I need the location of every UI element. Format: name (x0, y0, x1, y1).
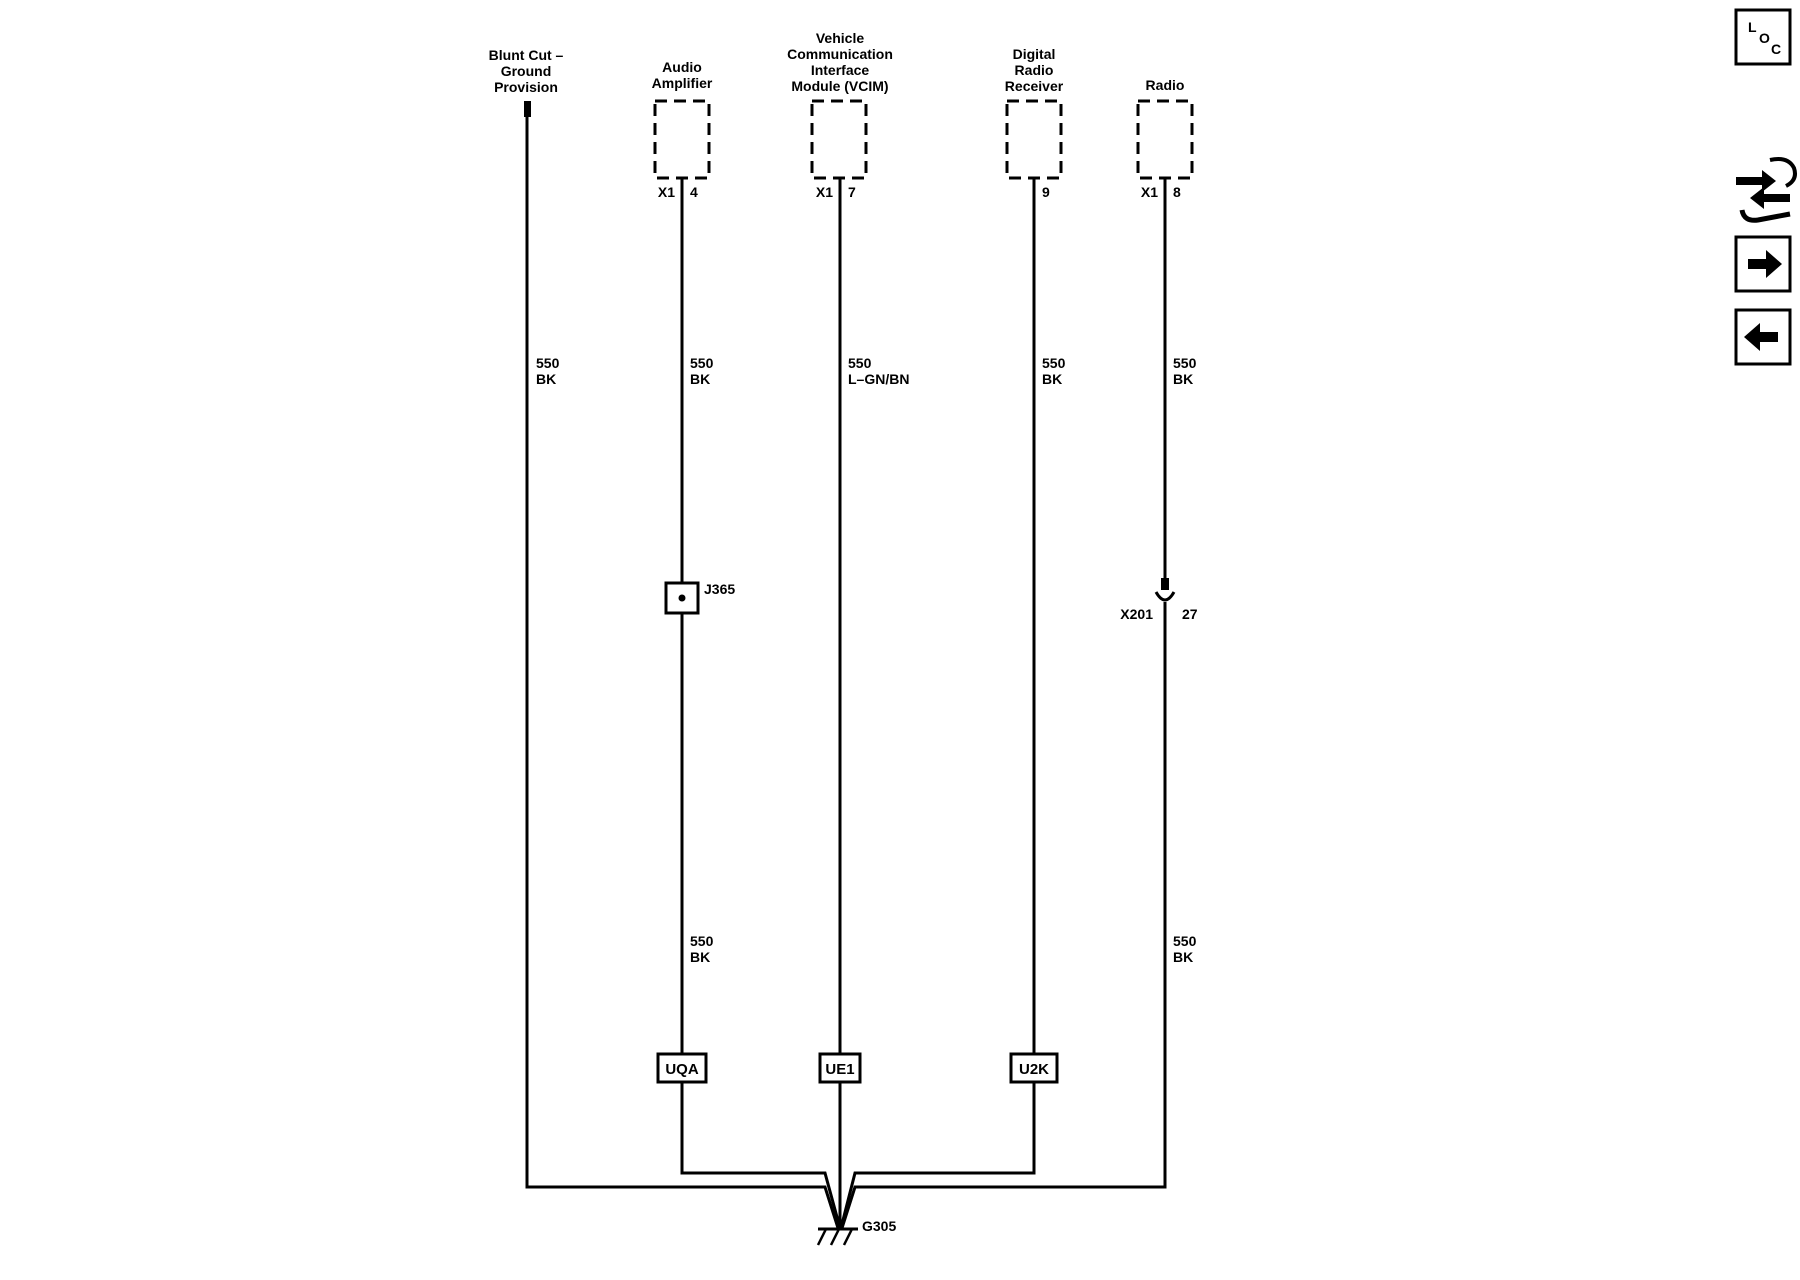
vcim-label-line-1: Vehicle (816, 30, 864, 46)
loc-button[interactable]: L O C (1734, 8, 1792, 66)
splice-j365: J365 (664, 581, 735, 615)
radio-connector: X1 (1141, 184, 1158, 200)
vcim-box (810, 99, 868, 180)
audio-amplifier-pin: 4 (690, 184, 698, 200)
splice-dot (678, 594, 686, 602)
wire-label-drr-color: BK (1042, 371, 1062, 387)
audio-amplifier-label-line-1: Audio (662, 59, 702, 75)
wire-label-amp-upper-circuit: 550 (690, 355, 714, 371)
wire-label-amp-lower-circuit: 550 (690, 933, 714, 949)
wrench-swap-arrow-left (1750, 187, 1790, 209)
loc-letter-c: C (1771, 41, 1781, 57)
wrench-swap-arrow-right (1736, 170, 1776, 192)
wire-label-drr-circuit: 550 (1042, 355, 1066, 371)
option-tag-u2k: U2K (1009, 1052, 1059, 1084)
wire-label-vcim-color: L–GN/BN (848, 371, 909, 387)
vcim-label: Vehicle Communication Interface Module (… (787, 30, 893, 94)
option-tag-u2k-box (1009, 1052, 1059, 1084)
wrench-swap-handle (1739, 209, 1791, 223)
blunt-cut-label-line-1: Blunt Cut – (489, 47, 564, 63)
arrow-right-icon[interactable] (1734, 235, 1792, 293)
arrow-right-glyph (1748, 250, 1782, 278)
audio-amplifier-label: Audio Amplifier (652, 59, 713, 91)
wire-label-amp-upper-color: BK (690, 371, 710, 387)
option-tag-u2k-text: U2K (1019, 1061, 1049, 1078)
wire-audio-amp-lower (680, 1083, 842, 1229)
loc-letter-l: L (1748, 19, 1757, 35)
radio-label: Radio (1146, 77, 1185, 93)
wrench-swap-icon[interactable] (1736, 157, 1797, 223)
wire-label-radio-upper-circuit: 550 (1173, 355, 1197, 371)
inline-connector-x201: X201 27 (1120, 578, 1198, 622)
vcim-label-line-3: Interface (811, 62, 870, 78)
vcim-label-line-4: Module (VCIM) (791, 78, 888, 94)
option-tag-uqa: UQA (656, 1052, 708, 1084)
vcim-connector: X1 (816, 184, 833, 200)
option-tag-ue1-text: UE1 (825, 1061, 854, 1078)
wire-label-vcim-circuit: 550 (848, 355, 872, 371)
drr-label-line-3: Receiver (1005, 78, 1064, 94)
inline-connector-label: X201 (1120, 606, 1153, 622)
wire-label-blunt-circuit: 550 (536, 355, 560, 371)
loc-letter-o: O (1759, 30, 1770, 46)
ground-hatch-2 (829, 1228, 841, 1246)
arrow-left-icon[interactable] (1734, 308, 1792, 366)
audio-amplifier-label-line-2: Amplifier (652, 75, 713, 91)
ground-label: G305 (862, 1218, 896, 1234)
radio-pin: 8 (1173, 184, 1181, 200)
blunt-cut-label-line-2: Ground (501, 63, 552, 79)
option-tag-uqa-text: UQA (665, 1061, 699, 1078)
inline-connector-pin: 27 (1182, 606, 1198, 622)
wire-radio-lower (840, 602, 1167, 1229)
wire-label-amp-lower-color: BK (690, 949, 710, 965)
digital-radio-receiver-label: Digital Radio Receiver (1005, 46, 1064, 94)
ground-g305: G305 (816, 1218, 896, 1246)
audio-amplifier-connector: X1 (658, 184, 675, 200)
radio-label-line-1: Radio (1146, 77, 1185, 93)
audio-amplifier-box (653, 99, 711, 180)
wire-label-radio-lower-circuit: 550 (1173, 933, 1197, 949)
blunt-cut-terminal (524, 101, 531, 117)
drr-label-line-1: Digital (1013, 46, 1056, 62)
option-tag-uqa-box (656, 1052, 708, 1084)
wire-label-blunt-color: BK (536, 371, 556, 387)
inline-connector-male (1161, 578, 1169, 590)
wire-label-radio-lower-color: BK (1173, 949, 1193, 965)
vcim-pin: 7 (848, 184, 856, 200)
inline-connector-female (1154, 591, 1176, 602)
blunt-cut-label: Blunt Cut – Ground Provision (489, 47, 564, 95)
splice-label: J365 (704, 581, 735, 597)
wrench-swap-curve-top (1769, 157, 1797, 188)
wire-blunt-cut (525, 117, 840, 1229)
wire-drr-lower (839, 1083, 1036, 1229)
arrow-left-glyph (1744, 323, 1778, 351)
ground-hatch-1 (816, 1228, 828, 1246)
digital-radio-receiver-box (1005, 99, 1063, 180)
radio-box (1136, 99, 1194, 180)
blunt-cut-label-line-3: Provision (494, 79, 558, 95)
drr-pin: 9 (1042, 184, 1050, 200)
vcim-label-line-2: Communication (787, 46, 893, 62)
loc-button-frame (1734, 8, 1792, 66)
option-tag-ue1: UE1 (818, 1052, 862, 1084)
ground-hatch-3 (842, 1228, 854, 1246)
drr-label-line-2: Radio (1015, 62, 1054, 78)
wire-label-radio-upper-color: BK (1173, 371, 1193, 387)
option-tag-ue1-box (818, 1052, 862, 1084)
